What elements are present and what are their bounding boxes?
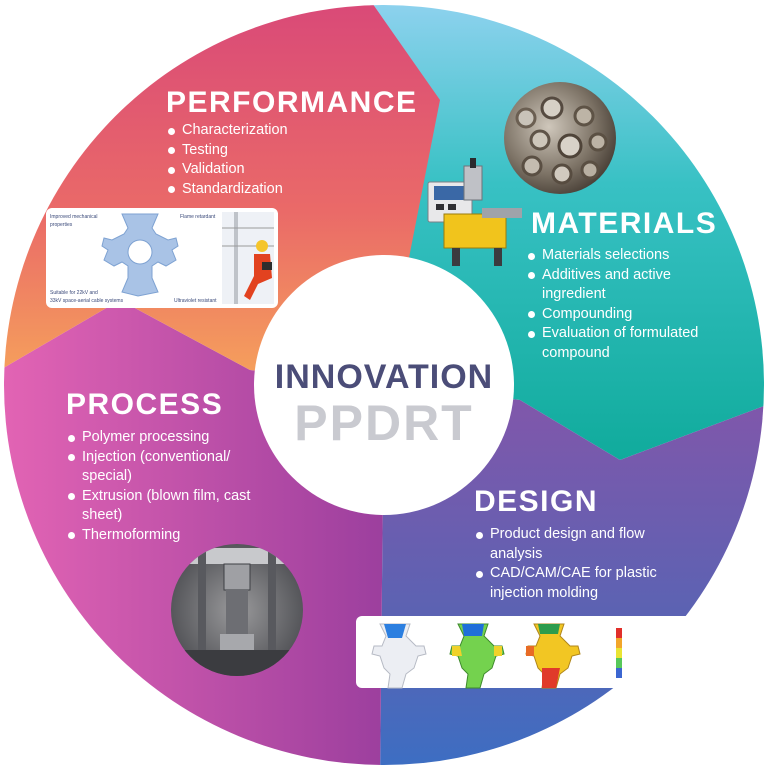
performance-list: Characterization Testing Validation Stan… (167, 121, 367, 199)
center-title: INNOVATION (254, 360, 514, 394)
figure-label-uv: Ultraviolet resistant (174, 298, 217, 304)
materials-item: Additives and active ingredient (527, 266, 722, 305)
performance-item: Testing (167, 141, 367, 161)
figure-label-improved: Improved mechanical (50, 214, 98, 220)
materials-item: Evaluation of formulated compound (527, 324, 722, 363)
process-item: Thermoforming (67, 526, 257, 546)
center-subtitle: PPDRT (254, 398, 514, 448)
performance-item: Validation (167, 160, 367, 180)
materials-item: Compounding (527, 305, 722, 325)
process-item: Injection (conventional/ special) (67, 448, 257, 487)
figure-label-spacer: 33kV space-aerial cable systems (50, 298, 123, 304)
performance-title: PERFORMANCE (166, 88, 418, 118)
design-list: Product design and flow analysis CAD/CAM… (475, 525, 675, 603)
flow-analysis-figure (356, 616, 766, 688)
performance-item: Standardization (167, 180, 367, 200)
materials-item: Materials selections (527, 246, 722, 266)
figure-label-suitable: Suitable for 22kV and (50, 290, 98, 296)
materials-title: MATERIALS (531, 209, 717, 239)
design-title: DESIGN (474, 487, 598, 517)
figure-label-properties: properties (50, 222, 72, 228)
figure-label-flame: Flame retardant (180, 214, 215, 220)
design-item: Product design and flow analysis (475, 525, 675, 564)
process-title: PROCESS (66, 390, 223, 420)
process-list: Polymer processing Injection (convention… (67, 428, 257, 545)
performance-item: Characterization (167, 121, 367, 141)
materials-photo-metal-parts (504, 82, 616, 194)
process-item: Extrusion (blown film, cast sheet) (67, 487, 257, 526)
design-item: CAD/CAM/CAE for plastic injection moldin… (475, 564, 675, 603)
process-item: Polymer processing (67, 428, 257, 448)
materials-list: Materials selections Additives and activ… (527, 246, 722, 363)
